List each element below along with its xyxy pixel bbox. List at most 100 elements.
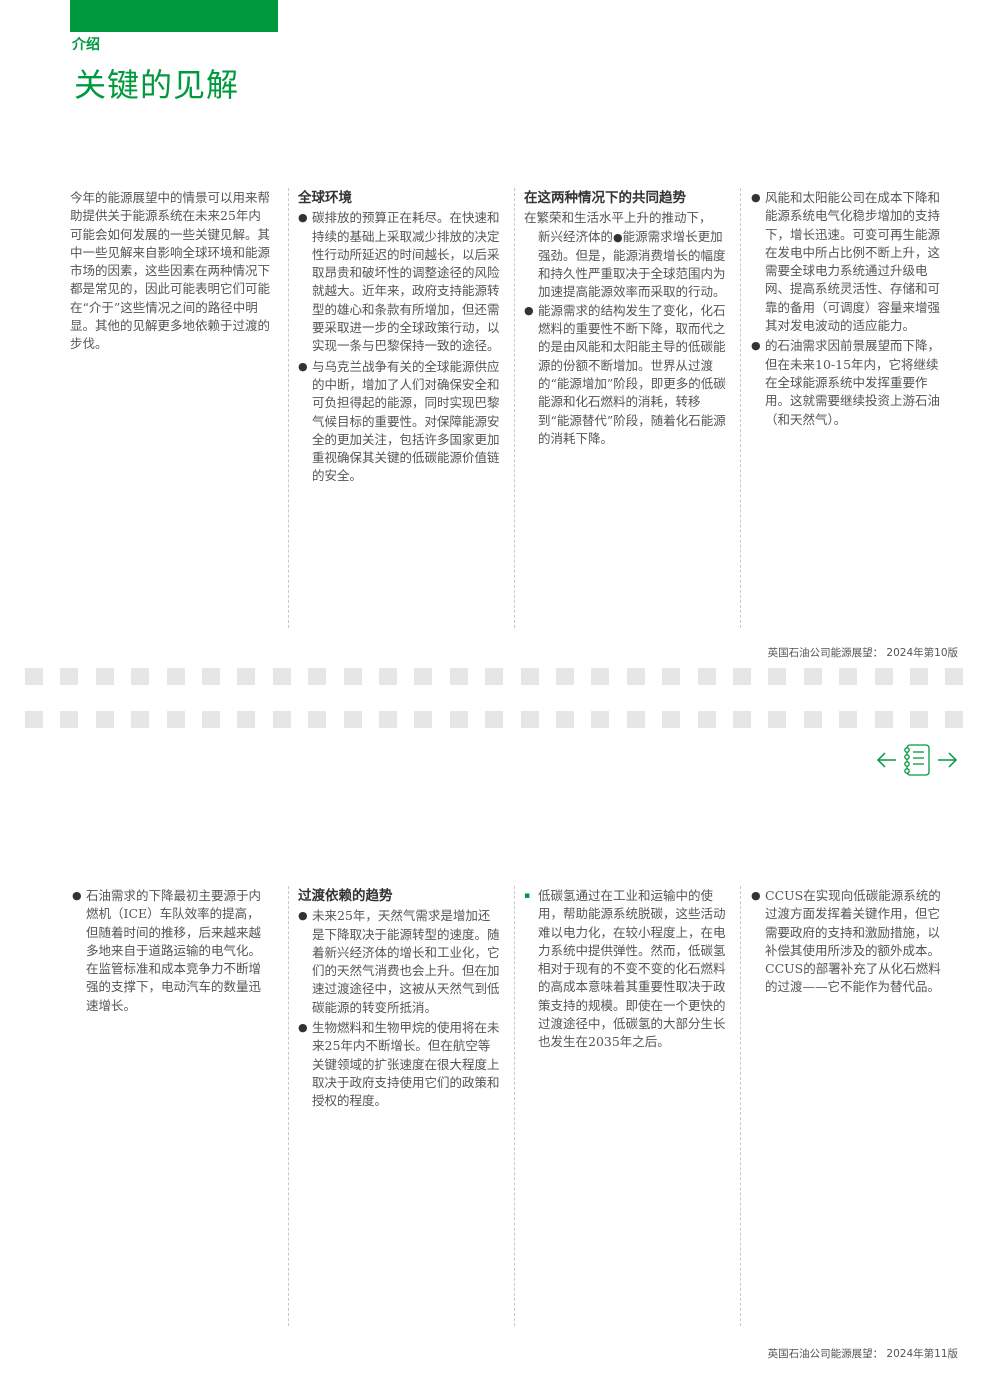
list-item: ●能源需求的结构发生了变化，化石燃料的重要性不断下降，取而代之的是由风能和太阳能… xyxy=(524,302,726,446)
separator-square xyxy=(166,711,185,728)
column-divider xyxy=(288,188,289,628)
separator-square xyxy=(379,668,397,685)
bullet-icon: ▪ xyxy=(524,891,531,901)
list-item: ●CCUS在实现向低碳能源系统的过渡方面发挥着关键作用，但它需要政府的支持和激励… xyxy=(751,888,941,995)
renewables-column: ●风能和太阳能公司在成本下降和能源系统电气化稳步增加的支持下，增长迅速。可变可再… xyxy=(751,189,947,431)
separator-square xyxy=(520,668,539,685)
separator-square xyxy=(343,668,362,685)
oil-demand-column: ●石油需求的下降最初主要源于内燃机（ICE）车队效率的提高，但随着时间的推移，后… xyxy=(72,887,268,1017)
separator-square xyxy=(485,711,504,728)
separator-square xyxy=(556,711,574,728)
page-navigation xyxy=(876,742,958,778)
separator-square xyxy=(839,711,858,728)
hydrogen-column: ▪低碳氢通过在工业和运输中的使用，帮助能源系统脱碳，这些活动难以电力化，在较小程… xyxy=(524,887,728,1054)
separator-square xyxy=(95,711,114,728)
separator-square xyxy=(874,711,893,728)
separator-square xyxy=(237,711,256,728)
separator-square xyxy=(308,711,327,728)
arrow-right-icon[interactable] xyxy=(938,752,958,768)
separator-square xyxy=(910,711,928,728)
list-item: ●碳排放的预算正在耗尽。在快速和持续的基础上采取减少排放的决定性行动所延迟的时间… xyxy=(298,210,500,354)
ccus-column: ●CCUS在实现向低碳能源系统的过渡方面发挥着关键作用，但它需要政府的支持和激励… xyxy=(751,887,951,999)
separator-square xyxy=(202,711,220,728)
bullet-icon: ● xyxy=(751,191,761,204)
separator-square xyxy=(95,668,114,685)
separator-square xyxy=(449,668,468,685)
separator-square xyxy=(626,711,645,728)
bullet-icon: ● xyxy=(298,359,308,373)
separator-square xyxy=(166,668,185,685)
bullet-icon: ● xyxy=(72,889,82,902)
separator-square xyxy=(25,668,43,685)
list-item: ●未来25年，天然气需求是增加还是下降取决于能源转型的速度。随着新兴经济体的增长… xyxy=(298,908,500,1015)
separator-square xyxy=(733,668,751,685)
bullet-icon: ● xyxy=(751,889,761,902)
header-green-bar xyxy=(70,0,278,32)
common-trends-column: 在这两种情况下的共同趋势 在繁荣和生活水平上升的推动下， 新兴经济体的●能源需求… xyxy=(524,189,726,450)
separator-square xyxy=(272,668,291,685)
bullet-icon: ● xyxy=(298,909,308,923)
separator-square xyxy=(131,711,150,728)
separator-square xyxy=(343,711,362,728)
intro-column: 今年的能源展望中的情景可以用来帮助提供关于能源系统在未来25年内可能会如何发展的… xyxy=(70,189,272,354)
page-separator-pattern xyxy=(25,668,970,685)
list-item: ●风能和太阳能公司在成本下降和能源系统电气化稳步增加的支持下，增长迅速。可变可再… xyxy=(751,190,941,334)
list-item: ●生物燃料和生物甲烷的使用将在未来25年内不断增长。但在航空等关键领域的扩张速度… xyxy=(298,1020,500,1109)
separator-square xyxy=(910,668,928,685)
transition-trends-column: 过渡依赖的趋势 ●未来25年，天然气需求是增加还是下降取决于能源转型的速度。随着… xyxy=(298,887,500,1113)
column-divider xyxy=(288,886,289,1326)
page-title: 关键的见解 xyxy=(74,66,240,104)
separator-square xyxy=(662,711,681,728)
separator-square xyxy=(237,668,256,685)
arrow-left-icon[interactable] xyxy=(876,752,896,768)
separator-square xyxy=(945,668,964,685)
separator-square xyxy=(60,668,79,685)
contents-list-icon[interactable] xyxy=(904,744,930,776)
separator-square xyxy=(803,711,822,728)
list-item: ●与乌克兰战争有关的全球能源供应的中断，增加了人们对确保安全和可负担得起的能源，… xyxy=(298,358,500,484)
bullet-icon: ● xyxy=(298,1021,308,1035)
separator-square xyxy=(202,668,220,685)
separator-square xyxy=(874,668,893,685)
global-environment-column: 全球环境 ●碳排放的预算正在耗尽。在快速和持续的基础上采取减少排放的决定性行动所… xyxy=(298,189,500,488)
separator-square xyxy=(449,711,468,728)
page-separator-pattern xyxy=(25,711,970,728)
separator-square xyxy=(556,668,574,685)
separator-square xyxy=(697,711,716,728)
separator-square xyxy=(945,711,964,728)
list-item: ●石油需求的下降最初主要源于内燃机（ICE）车队效率的提高，但随着时间的推移，后… xyxy=(72,888,262,1013)
intro-paragraph: 今年的能源展望中的情景可以用来帮助提供关于能源系统在未来25年内可能会如何发展的… xyxy=(70,190,271,352)
separator-square xyxy=(768,711,787,728)
list-item: ▪低碳氢通过在工业和运输中的使用，帮助能源系统脱碳，这些活动难以电力化，在较小程… xyxy=(524,888,726,1050)
column-divider xyxy=(514,188,515,628)
separator-square xyxy=(591,711,610,728)
list-item: ●的石油需求因前景展望而下降，但在未来10-15年内，它将继续在全球能源系统中发… xyxy=(751,338,941,427)
separator-square xyxy=(839,668,858,685)
separator-square xyxy=(272,711,291,728)
separator-square xyxy=(803,668,822,685)
separator-square xyxy=(60,711,79,728)
column-heading: 全球环境 xyxy=(298,190,352,206)
separator-square xyxy=(131,668,150,685)
column-heading: 在这两种情况下的共同趋势 xyxy=(524,190,686,206)
page-footer: 英国石油公司能源展望： 2024年第10版 xyxy=(767,647,958,659)
bullet-icon: ● xyxy=(751,339,761,353)
separator-square xyxy=(768,668,787,685)
bullet-icon: ● xyxy=(298,211,308,225)
bullet-icon: ● xyxy=(613,230,623,244)
section-label: 介绍 xyxy=(72,37,100,53)
column-divider xyxy=(740,188,741,628)
bullet-icon: ● xyxy=(524,303,534,317)
separator-square xyxy=(733,711,751,728)
separator-square xyxy=(520,711,539,728)
column-divider xyxy=(740,886,741,1326)
separator-square xyxy=(485,668,504,685)
separator-square xyxy=(379,711,397,728)
column-heading: 过渡依赖的趋势 xyxy=(298,888,393,904)
trends-intro-paragraph: 新兴经济体的●能源需求增长更加强劲。但是，能源消费增长的幅度和持久性严重取决于全… xyxy=(538,228,726,300)
column-divider xyxy=(514,886,515,1326)
trends-intro-line: 在繁荣和生活水平上升的推动下， xyxy=(524,210,712,226)
separator-square xyxy=(414,668,433,685)
separator-square xyxy=(697,668,716,685)
separator-square xyxy=(626,668,645,685)
